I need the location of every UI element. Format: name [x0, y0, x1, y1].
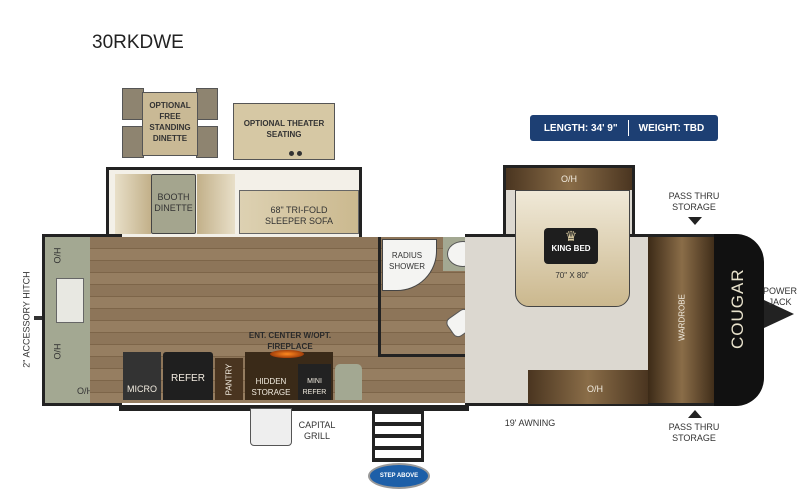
wardrobe [648, 234, 716, 406]
bathroom [378, 237, 486, 357]
hitch-icon [34, 316, 42, 320]
king-bed-badge: ♛ KING BED [544, 228, 598, 264]
kitchen-sink [56, 278, 84, 323]
capital-grill [250, 408, 292, 446]
pantry [215, 358, 243, 400]
front-cap [714, 234, 764, 406]
length-spec: LENGTH: 34' 9" [543, 122, 618, 134]
fireplace-icon [270, 350, 304, 358]
crown-icon: ♛ [564, 228, 578, 244]
booth-dinette-table [151, 174, 196, 234]
model-title: 30RKDWE [92, 32, 184, 53]
optional-dinette: OPTIONAL FREE STANDING DINETTE [122, 88, 218, 160]
sleeper-sofa [239, 190, 359, 234]
weight-spec: WEIGHT: TBD [638, 122, 705, 134]
microwave [123, 352, 161, 400]
step-above-logo: STEP ABOVE [368, 463, 430, 489]
refrigerator [163, 352, 213, 400]
optional-theater-seating: OPTIONAL THEATER SEATING [233, 103, 335, 160]
arrow-down-icon [688, 217, 702, 225]
brand-logo: COUGAR [728, 268, 747, 349]
spec-badge: LENGTH: 34' 9" WEIGHT: TBD [530, 115, 718, 141]
awning [119, 405, 469, 411]
arrow-up-icon [688, 410, 702, 418]
living-slideout: BOOTH DINETTE 68" TRI-FOLD SLEEPER SOFA [106, 167, 362, 237]
bedroom-overhead [528, 370, 648, 404]
entry-steps [372, 410, 424, 462]
